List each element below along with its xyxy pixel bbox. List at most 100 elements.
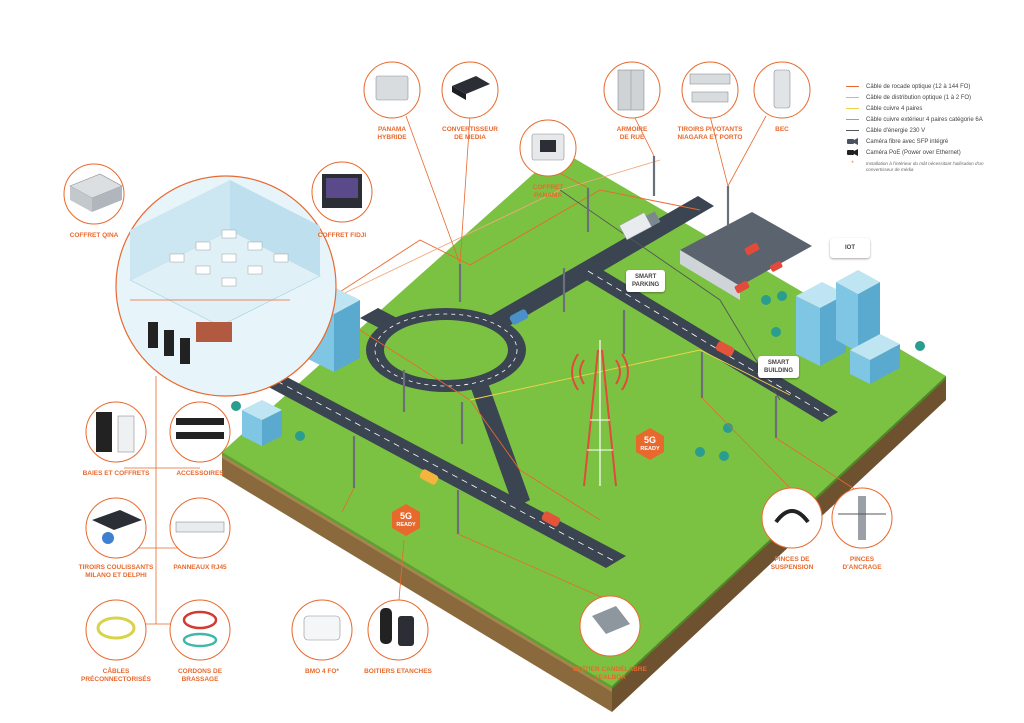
5g-badge-right: 5G READY — [630, 427, 670, 461]
tower-right-top — [796, 282, 846, 308]
server-rack — [164, 330, 174, 356]
callout-accessoires — [169, 401, 231, 463]
callout-convertisseur — [441, 61, 499, 119]
desk — [247, 241, 263, 251]
main-road — [248, 366, 626, 568]
tree — [777, 291, 787, 301]
legend-label: Câble cuivre extérieur 4 paires catégori… — [866, 116, 983, 123]
legend-label: Câble cuivre 4 paires — [866, 105, 923, 112]
callout-panneaux — [169, 497, 231, 559]
tower-far-side — [858, 282, 880, 352]
legend: Câble de rocade optique (12 à 144 FO) Câ… — [846, 81, 1021, 173]
callout-panama-hybride — [363, 61, 421, 119]
tree — [695, 447, 705, 457]
cable-rocade — [311, 189, 701, 311]
road-east — [580, 266, 838, 422]
cars — [419, 211, 735, 527]
car-red — [541, 511, 561, 527]
product-callouts — [63, 61, 893, 661]
desk — [247, 265, 263, 275]
road-east-marking — [587, 270, 831, 418]
callout-armoire — [603, 61, 661, 119]
callout-bec — [753, 61, 811, 119]
server-rack — [180, 338, 190, 364]
label-pinces-suspension: PINCES DE SUSPENSION — [770, 556, 814, 571]
label-boitier-candelabre: BOÎTIER CANDÉLABRE SEALBOX — [573, 666, 647, 681]
small-building-front — [242, 410, 262, 446]
parking-wall — [680, 250, 740, 300]
soil-front-left — [222, 452, 612, 712]
label-cables-preco: CÂBLES PRÉCONNECTORISÉS — [81, 668, 151, 683]
label-tiroirs-coulissants: TIROIRS COULISSANTS MILANO ET DELPHI — [78, 564, 154, 579]
legend-swatch — [846, 97, 859, 98]
callout-cables-preco — [85, 599, 147, 661]
legend-label: Caméra PoE (Power over Ethernet) — [866, 149, 961, 156]
label-armoire: ARMOIRE DE RUE — [616, 126, 648, 141]
room-wall — [130, 180, 230, 280]
small-building-side — [262, 410, 282, 446]
legend-item: Caméra fibre avec SFP intégré — [846, 136, 1021, 147]
cable-cuivre — [469, 349, 791, 401]
desk — [195, 241, 211, 251]
main-road-marking — [257, 370, 617, 563]
legend-item: Câble de rocade optique (12 à 144 FO) — [846, 81, 1021, 92]
poe-camera-icon — [847, 148, 858, 156]
callout-tiroirs-pivotants — [681, 61, 739, 119]
desk — [221, 253, 237, 263]
callout-cordons — [169, 599, 231, 661]
legend-item: Câble d'énergie 230 V — [846, 125, 1021, 136]
truck — [619, 211, 661, 241]
interior-zoom-bubble — [115, 175, 337, 397]
callout-tiroirs-coulissants — [85, 497, 147, 559]
label-accessoires: ACCESSOIRES — [176, 470, 224, 477]
poles — [352, 156, 778, 534]
desk — [273, 253, 289, 263]
tree — [295, 431, 305, 441]
label-convertisseur: CONVERTISSEUR DE MEDIA — [442, 126, 498, 141]
5g-badge-sub: READY — [396, 522, 416, 528]
5g-badge-main: 5G — [399, 511, 412, 521]
callout-baies — [85, 401, 147, 463]
legend-swatch — [846, 86, 859, 87]
low-building-top — [850, 334, 900, 360]
label-bmo: BMO 4 FO* — [305, 668, 339, 675]
callout-boitier-candelabre — [579, 595, 641, 657]
cable-rocade — [359, 329, 601, 521]
5g-badge-shape — [636, 428, 664, 460]
5g-antenna-tower — [571, 340, 629, 487]
label-panama-hybride: PANAMA HYBRIDE — [377, 126, 407, 141]
label-bec: BEC — [775, 126, 789, 133]
legend-label: Câble de rocade optique (12 à 144 FO) — [866, 83, 971, 90]
badge-smart-parking: SMART PARKING — [626, 270, 666, 292]
legend-label: Câble de distribution optique (1 à 2 FO) — [866, 94, 972, 101]
5g-badge-left: 5G READY — [386, 503, 426, 537]
roundabout-marking — [374, 313, 518, 387]
desk — [221, 229, 237, 239]
legend-label: Caméra fibre avec SFP intégré — [866, 138, 949, 145]
trees — [231, 291, 925, 461]
legend-item: Câble cuivre extérieur 4 paires catégori… — [846, 114, 1021, 125]
legend-item: Câble cuivre 4 paires — [846, 103, 1021, 114]
legend-note-text: Installation à l'intérieur du mât nécess… — [866, 161, 984, 172]
fiber-camera-icon — [847, 137, 858, 145]
badge-iot: IOT — [830, 238, 870, 258]
room-wall — [230, 180, 320, 276]
tree — [231, 401, 241, 411]
asterisk-icon: * — [851, 161, 854, 167]
legend-swatch — [846, 130, 859, 131]
label-cordons: CORDONS DE BRASSAGE — [177, 668, 223, 683]
tree — [719, 451, 729, 461]
badge-smart-building: SMART BUILDING — [758, 356, 799, 378]
roundabout-inner — [384, 320, 508, 380]
parked-car — [769, 261, 783, 272]
callout-bmo — [291, 599, 353, 661]
tree — [771, 327, 781, 337]
low-building-side — [870, 344, 900, 384]
legend-item: Caméra PoE (Power over Ethernet) — [846, 147, 1021, 158]
tree — [723, 423, 733, 433]
car-orange — [419, 469, 439, 485]
legend-item: Câble de distribution optique (1 à 2 FO) — [846, 92, 1021, 103]
tree — [761, 295, 771, 305]
tower-far-front — [836, 282, 858, 352]
